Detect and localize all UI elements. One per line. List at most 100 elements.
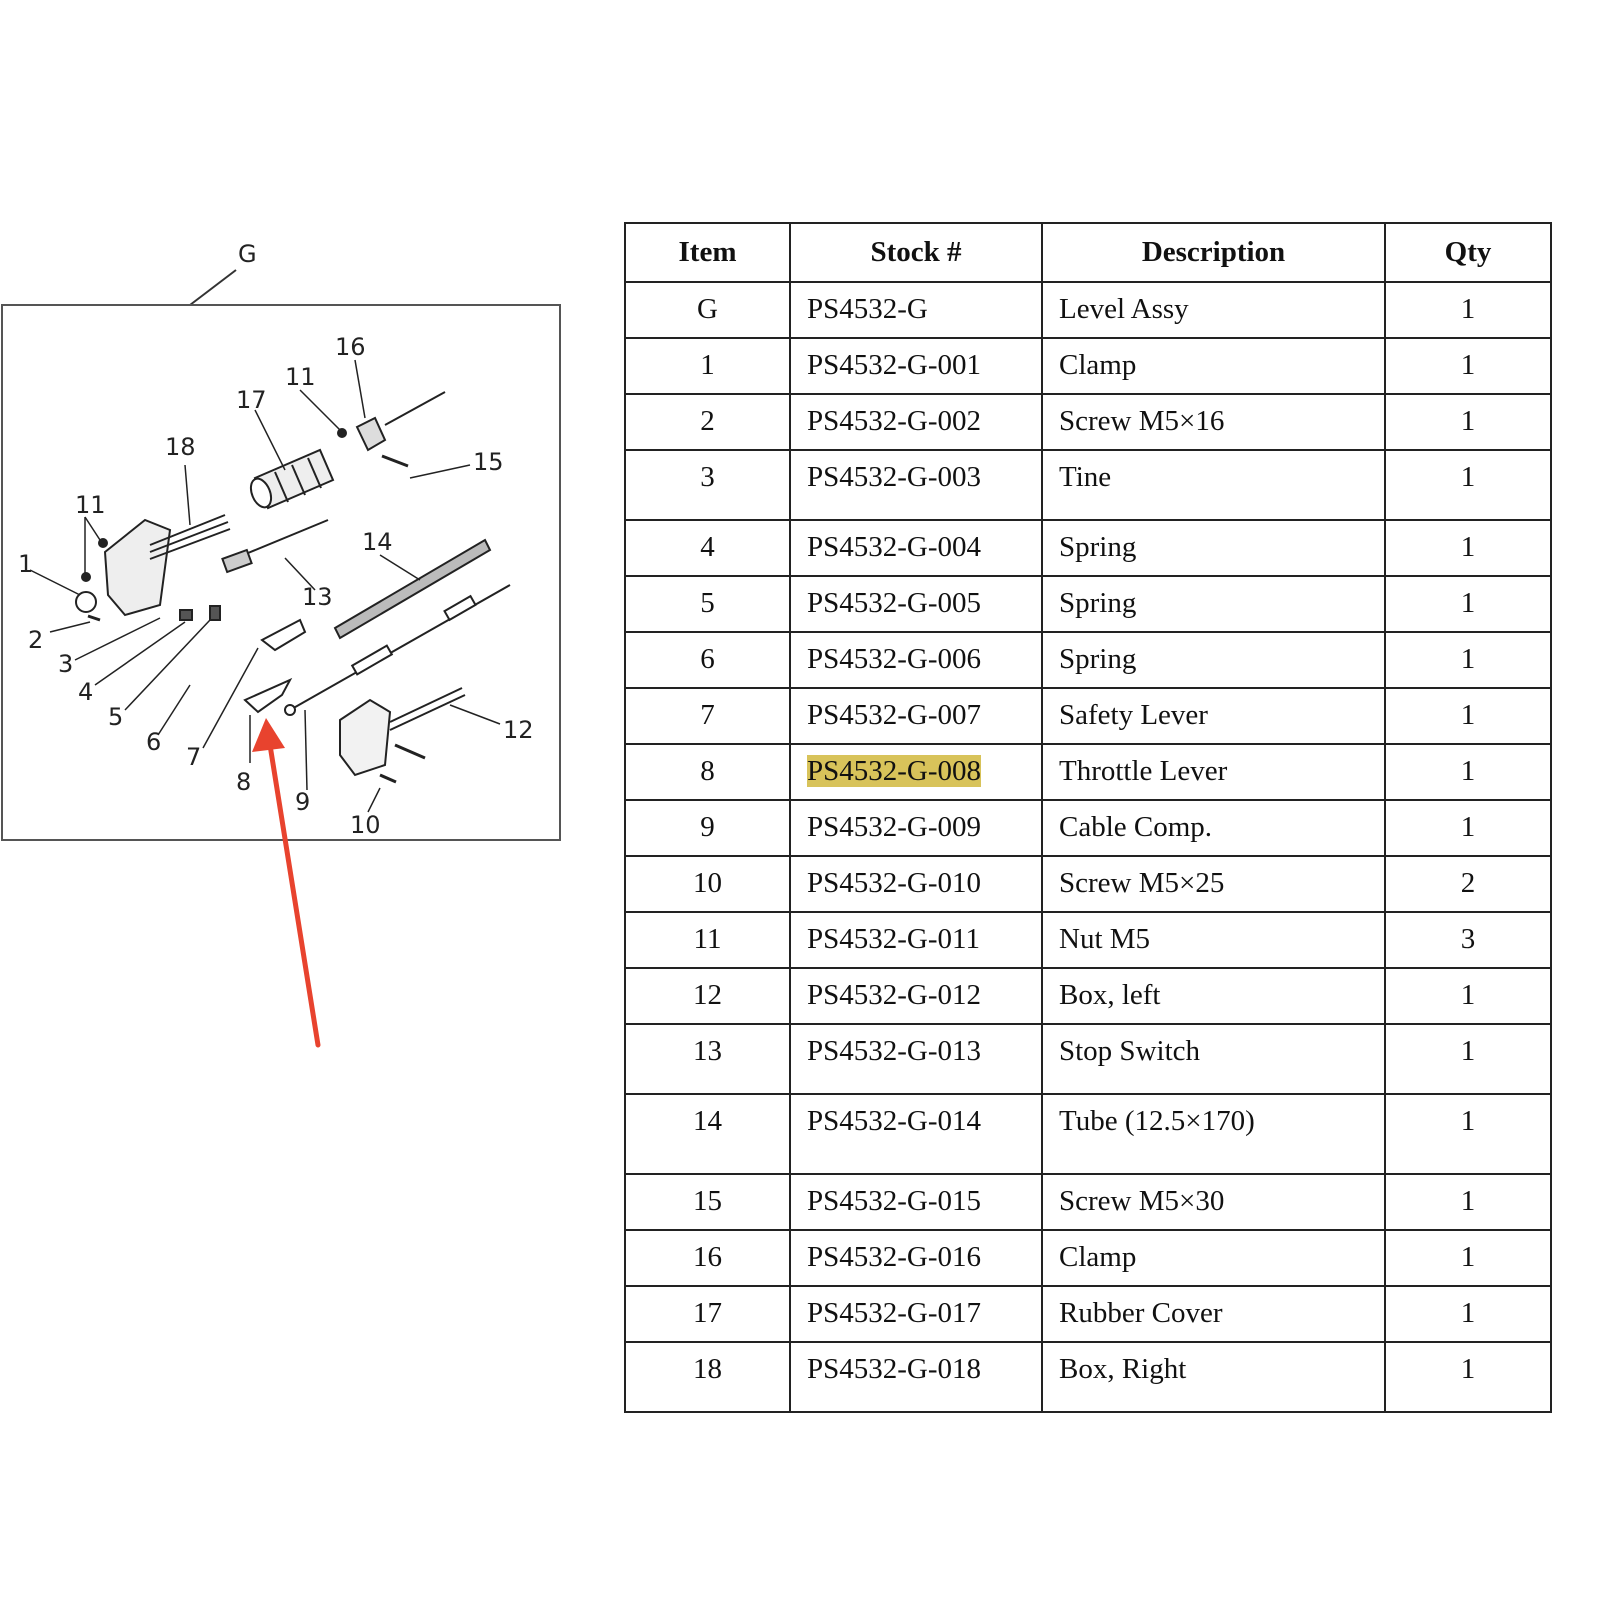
table-row: 15 PS4532-G-015 Screw M5×30 1 xyxy=(624,1173,1552,1231)
callout-4: 4 xyxy=(78,678,93,706)
cell-description: Screw M5×16 xyxy=(1041,393,1386,451)
cell-stock: PS4532-G-005 xyxy=(789,575,1043,633)
clamp-1-part xyxy=(75,591,97,613)
cell-qty: 1 xyxy=(1384,393,1552,451)
cell-description: Spring xyxy=(1041,575,1386,633)
cell-stock: PS4532-G-006 xyxy=(789,631,1043,689)
callout-labels: 1 2 3 4 5 6 7 8 9 10 11 11 12 13 14 15 1… xyxy=(18,333,534,839)
callout-7: 7 xyxy=(186,743,201,771)
cell-qty: 1 xyxy=(1384,967,1552,1025)
cell-description: Box, left xyxy=(1041,967,1386,1025)
stop-switch-part xyxy=(221,519,329,574)
cell-item: 11 xyxy=(624,911,791,969)
cell-stock: PS4532-G xyxy=(789,281,1043,339)
callout-16: 16 xyxy=(335,333,366,361)
callout-15: 15 xyxy=(473,448,504,476)
cell-item: 3 xyxy=(624,449,791,521)
cell-qty: 1 xyxy=(1384,743,1552,801)
table-row: 13 PS4532-G-013 Stop Switch 1 xyxy=(624,1023,1552,1095)
cell-stock: PS4532-G-013 xyxy=(789,1023,1043,1095)
cell-stock: PS4532-G-010 xyxy=(789,855,1043,913)
cell-stock: PS4532-G-004 xyxy=(789,519,1043,577)
cell-qty: 1 xyxy=(1384,519,1552,577)
cell-description: Cable Comp. xyxy=(1041,799,1386,857)
cell-item: 16 xyxy=(624,1229,791,1287)
callout-5: 5 xyxy=(108,703,123,731)
cell-item: 15 xyxy=(624,1173,791,1231)
table-row-highlighted: 8 PS4532-G-008 Throttle Lever 1 xyxy=(624,743,1552,801)
cell-stock: PS4532-G-001 xyxy=(789,337,1043,395)
callout-assembly-g: G xyxy=(238,240,257,268)
cell-description: Rubber Cover xyxy=(1041,1285,1386,1343)
cell-qty: 1 xyxy=(1384,575,1552,633)
box-right-part xyxy=(103,514,231,617)
cell-stock: PS4532-G-016 xyxy=(789,1229,1043,1287)
cell-item: 14 xyxy=(624,1093,791,1175)
cell-description: Screw M5×25 xyxy=(1041,855,1386,913)
cell-description: Stop Switch xyxy=(1041,1023,1386,1095)
header-stock: Stock # xyxy=(789,222,1043,283)
table-row: 5 PS4532-G-005 Spring 1 xyxy=(624,575,1552,633)
callout-11a: 11 xyxy=(75,491,106,519)
callout-13: 13 xyxy=(302,583,333,611)
diagram-frame xyxy=(1,304,561,841)
cell-item: 17 xyxy=(624,1285,791,1343)
cell-description: Tube (12.5×170) xyxy=(1041,1093,1386,1175)
callout-2: 2 xyxy=(28,626,43,654)
cell-qty: 1 xyxy=(1384,1173,1552,1231)
table-row: G PS4532-G Level Assy 1 xyxy=(624,281,1552,339)
table-row: 14 PS4532-G-014 Tube (12.5×170) 1 xyxy=(624,1093,1552,1175)
table-row: 2 PS4532-G-002 Screw M5×16 1 xyxy=(624,393,1552,451)
safety-lever-part xyxy=(260,618,307,652)
cell-stock: PS4532-G-014 xyxy=(789,1093,1043,1175)
cell-qty: 1 xyxy=(1384,337,1552,395)
cell-qty: 1 xyxy=(1384,631,1552,689)
cell-description: Clamp xyxy=(1041,337,1386,395)
cell-item: 5 xyxy=(624,575,791,633)
exploded-parts-diagram: G xyxy=(1,240,561,1048)
table-header-row: Item Stock # Description Qty xyxy=(624,222,1552,283)
cell-qty: 1 xyxy=(1384,687,1552,745)
callout-8: 8 xyxy=(236,768,251,796)
cell-stock: PS4532-G-012 xyxy=(789,967,1043,1025)
callout-10: 10 xyxy=(350,811,381,839)
rubber-cover-part xyxy=(249,448,335,510)
table-row: 3 PS4532-G-003 Tine 1 xyxy=(624,449,1552,521)
table-row: 7 PS4532-G-007 Safety Lever 1 xyxy=(624,687,1552,745)
cell-qty: 1 xyxy=(1384,1229,1552,1287)
cell-description: Box, Right xyxy=(1041,1341,1386,1413)
cell-description: Screw M5×30 xyxy=(1041,1173,1386,1231)
cell-item: 18 xyxy=(624,1341,791,1413)
cell-stock: PS4532-G-007 xyxy=(789,687,1043,745)
cell-qty: 1 xyxy=(1384,281,1552,339)
table-row: 17 PS4532-G-017 Rubber Cover 1 xyxy=(624,1285,1552,1343)
cell-description: Spring xyxy=(1041,519,1386,577)
header-description: Description xyxy=(1041,222,1386,283)
callout-1: 1 xyxy=(18,550,33,578)
nut-11-part xyxy=(98,538,108,548)
cell-description: Safety Lever xyxy=(1041,687,1386,745)
cell-item: 4 xyxy=(624,519,791,577)
cell-description: Nut M5 xyxy=(1041,911,1386,969)
callout-11b: 11 xyxy=(285,363,316,391)
cell-stock: PS4532-G-009 xyxy=(789,799,1043,857)
cell-description: Tine xyxy=(1041,449,1386,521)
spring-5-part xyxy=(209,605,221,621)
callout-14: 14 xyxy=(362,528,393,556)
cell-description: Clamp xyxy=(1041,1229,1386,1287)
parts-table: Item Stock # Description Qty G PS4532-G … xyxy=(624,222,1552,1413)
red-arrow-icon xyxy=(252,718,321,1048)
table-row: 12 PS4532-G-012 Box, left 1 xyxy=(624,967,1552,1025)
table-row: 6 PS4532-G-006 Spring 1 xyxy=(624,631,1552,689)
clamp-16-part xyxy=(355,391,446,452)
cell-description: Level Assy xyxy=(1041,281,1386,339)
header-qty: Qty xyxy=(1384,222,1552,283)
cell-item: 6 xyxy=(624,631,791,689)
cell-stock: PS4532-G-015 xyxy=(789,1173,1043,1231)
cell-item: 7 xyxy=(624,687,791,745)
callout-6: 6 xyxy=(146,728,161,756)
cell-qty: 1 xyxy=(1384,1023,1552,1095)
table-row: 16 PS4532-G-016 Clamp 1 xyxy=(624,1229,1552,1287)
spring-4-part xyxy=(179,609,193,621)
cell-qty: 1 xyxy=(1384,1285,1552,1343)
